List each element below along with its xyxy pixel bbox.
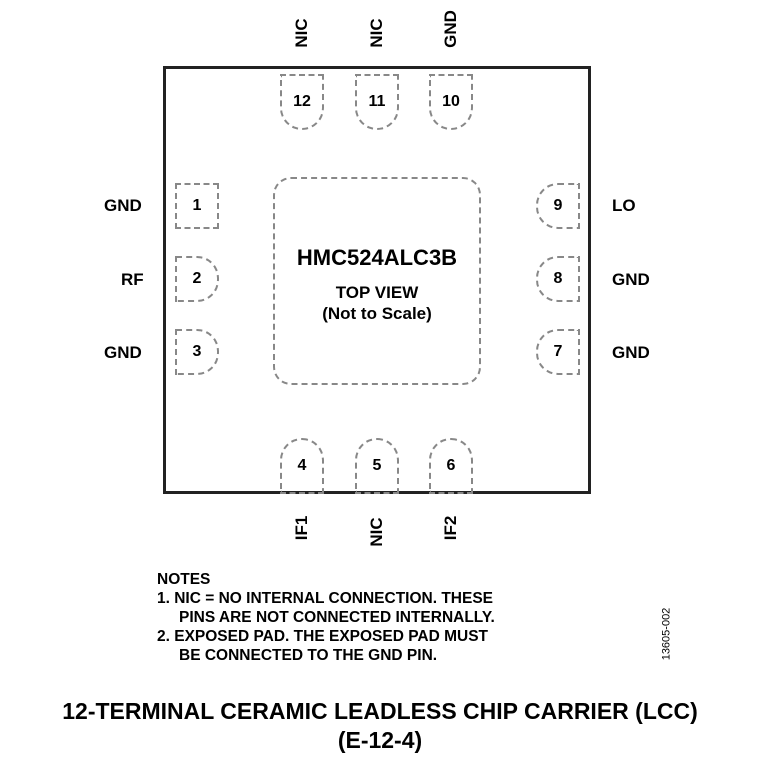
pin-6-name: IF2 — [441, 515, 460, 541]
pin-6-number: 6 — [446, 457, 456, 474]
note-2-line-2: BE CONNECTED TO THE GND PIN. — [179, 647, 438, 664]
pin-8-number: 8 — [553, 270, 563, 287]
pin-1-number: 1 — [192, 197, 202, 214]
pin-8-name: GND — [612, 270, 650, 289]
pin-10-pad: 10 — [429, 74, 473, 130]
pin-11-pad: 11 — [355, 74, 399, 130]
pin-3-number: 3 — [192, 343, 202, 360]
pin-1-name: GND — [104, 196, 142, 215]
pin-7-number: 7 — [553, 343, 563, 360]
pin-12-pad: 12 — [280, 74, 324, 130]
pin-10-name: GND — [441, 10, 460, 48]
notes-block: NOTES 1. NIC = NO INTERNAL CONNECTION. T… — [157, 570, 495, 665]
pin-11-number: 11 — [368, 93, 386, 110]
exposed-pad — [273, 177, 481, 385]
pin-1-pad: 1 — [175, 183, 219, 229]
pin-5-pad: 5 — [355, 438, 399, 494]
pin-8-pad: 8 — [536, 256, 580, 302]
pin-9-number: 9 — [553, 197, 563, 214]
pin-12-number: 12 — [293, 93, 311, 110]
pin-7-pad: 7 — [536, 329, 580, 375]
scale-label: (Not to Scale) — [322, 304, 432, 323]
figure-code: 13605-002 — [660, 607, 673, 661]
pin-9-name: LO — [612, 196, 636, 215]
pin-5-name: NIC — [367, 517, 386, 547]
pin-7-name: GND — [612, 343, 650, 362]
note-2-line-1: 2. EXPOSED PAD. THE EXPOSED PAD MUST — [157, 628, 489, 645]
top-view-label: TOP VIEW — [335, 283, 419, 302]
pin-9-pad: 9 — [536, 183, 580, 229]
pin-10-number: 10 — [442, 93, 460, 110]
pin-6-pad: 6 — [429, 438, 473, 494]
package-caption-line-2: (E-12-4) — [337, 727, 423, 753]
notes-heading: NOTES — [157, 571, 211, 588]
pin-3-pad: 3 — [175, 329, 219, 375]
pin-2-name: RF — [121, 270, 144, 289]
pin-12-name: NIC — [292, 18, 311, 48]
pin-5-number: 5 — [372, 457, 382, 474]
note-1-line-2: PINS ARE NOT CONNECTED INTERNALLY. — [179, 609, 495, 626]
pin-4-name: IF1 — [292, 515, 311, 541]
pin-11-name: NIC — [367, 18, 386, 48]
note-1-line-1: 1. NIC = NO INTERNAL CONNECTION. THESE — [157, 590, 494, 607]
pin-2-number: 2 — [192, 270, 202, 287]
pin-4-number: 4 — [297, 457, 307, 474]
package-caption-line-1: 12-TERMINAL CERAMIC LEADLESS CHIP CARRIE… — [62, 698, 698, 724]
pin-3-name: GND — [104, 343, 142, 362]
part-number: HMC524ALC3B — [296, 245, 458, 270]
pin-4-pad: 4 — [280, 438, 324, 494]
pin-2-pad: 2 — [175, 256, 219, 302]
